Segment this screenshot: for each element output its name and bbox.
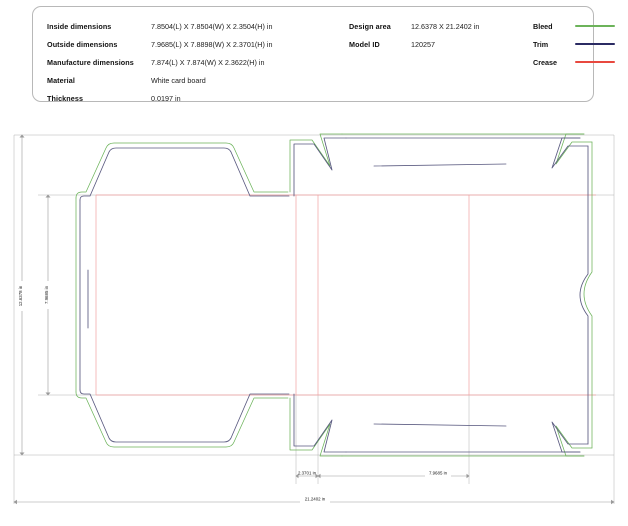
spec-row-design-area: Design area 12.6378 X 21.2402 in [349, 18, 479, 34]
spec-label: Manufacture dimensions [47, 57, 134, 67]
spec-value: 7.874(L) X 7.874(W) X 2.3622(H) in [151, 57, 265, 67]
bleed-swatch-icon [575, 24, 615, 28]
trim-swatch-icon [575, 42, 615, 46]
spec-list-left: Inside dimensions 7.8504(L) X 7.8504(W) … [47, 18, 272, 108]
dimension-panel-width: 7.9685 in [317, 470, 470, 479]
dimension-label-overall-height: 12.6378 in [18, 285, 23, 306]
spec-value: 12.6378 X 21.2402 in [411, 21, 480, 31]
spec-label: Model ID [349, 39, 380, 49]
dieline-drawing-canvas: 12.6378 in 7.9685 in 2.3701 in 7.9685 in… [0, 104, 628, 526]
legend-label: Crease [533, 57, 557, 67]
spec-label: Material [47, 75, 75, 85]
spec-value: 7.8504(L) X 7.8504(W) X 2.3504(H) in [151, 21, 273, 31]
spec-value: 7.9685(L) X 7.8898(W) X 2.3701(H) in [151, 39, 273, 49]
legend-row-crease: Crease [533, 54, 615, 70]
spec-value: 0.0197 in [151, 93, 181, 103]
spec-value: 120257 [411, 39, 435, 49]
legend-row-bleed: Bleed [533, 18, 615, 34]
spec-label: Inside dimensions [47, 21, 112, 31]
dimension-label-panel-depth: 2.3701 in [298, 471, 317, 476]
dimension-panel-depth: 2.3701 in [295, 471, 319, 479]
spec-row-inside-dimensions: Inside dimensions 7.8504(L) X 7.8504(W) … [47, 18, 272, 34]
spec-row-thickness: Thickness 0.0197 in [47, 90, 272, 106]
spec-label: Outside dimensions [47, 39, 118, 49]
spec-label: Design area [349, 21, 391, 31]
dimension-lines [13, 134, 615, 504]
legend-label: Trim [533, 39, 549, 49]
spec-value: White card board [151, 75, 206, 85]
legend-label: Bleed [533, 21, 553, 31]
crease-swatch-icon [575, 60, 615, 64]
dimension-overall-width: 21.2402 in [13, 496, 615, 506]
dimension-inner-height: 7.9685 in [43, 194, 53, 396]
spec-row-model-id: Model ID 120257 [349, 36, 479, 52]
dimension-label-panel-width: 7.9685 in [429, 471, 448, 476]
line-type-legend: Bleed Trim Crease [533, 18, 615, 72]
crease-lines [95, 194, 596, 396]
dimension-label-overall-width: 21.2402 in [305, 497, 326, 502]
dimension-overall-height: 12.6378 in [17, 134, 27, 456]
dimension-label-inner-height: 7.9685 in [44, 285, 49, 304]
spec-list-right: Design area 12.6378 X 21.2402 in Model I… [349, 18, 479, 54]
spec-label: Thickness [47, 93, 84, 103]
legend-row-trim: Trim [533, 36, 615, 52]
spec-row-material: Material White card board [47, 72, 272, 88]
spec-row-outside-dimensions: Outside dimensions 7.9685(L) X 7.8898(W)… [47, 36, 272, 52]
specification-panel: Inside dimensions 7.8504(L) X 7.8504(W) … [32, 6, 615, 103]
trim-outline [79, 137, 589, 453]
bleed-outline [75, 133, 593, 457]
spec-row-manufacture-dimensions: Manufacture dimensions 7.874(L) X 7.874(… [47, 54, 272, 70]
